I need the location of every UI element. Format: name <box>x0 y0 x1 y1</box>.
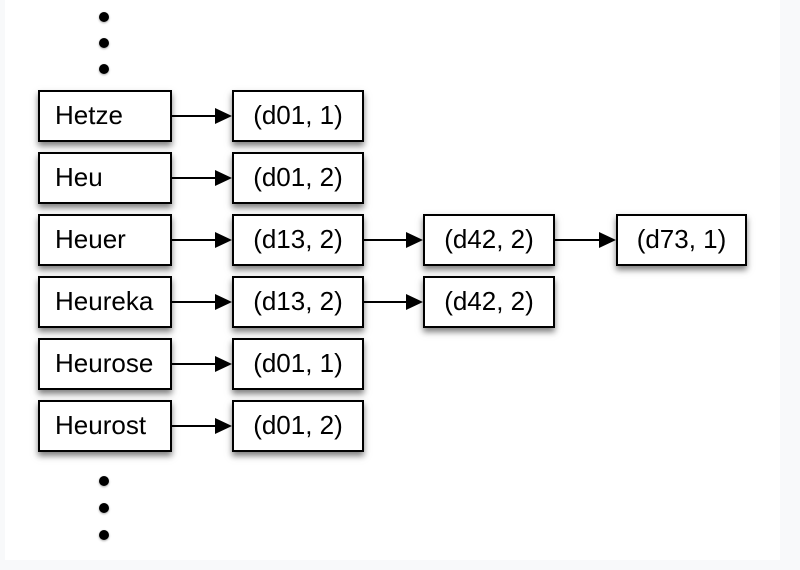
term-label: Hetze <box>55 100 123 130</box>
arrow-head-icon <box>215 418 232 434</box>
posting-box: (d01, 2) <box>232 152 364 204</box>
arrow-shaft <box>172 301 219 303</box>
term-label: Heurose <box>55 348 154 378</box>
posting-label: (d01, 2) <box>253 410 343 440</box>
term-box: Heu <box>38 152 172 204</box>
ellipsis-dot <box>99 503 109 513</box>
arrow-head-icon <box>215 232 232 248</box>
arrow <box>172 294 232 310</box>
arrow-shaft <box>172 115 219 117</box>
term-box: Heurost <box>38 400 172 452</box>
arrow <box>555 232 616 248</box>
posting-label: (d13, 2) <box>253 286 343 316</box>
arrow-shaft <box>364 301 410 303</box>
posting-box: (d73, 1) <box>616 214 747 266</box>
posting-box: (d01, 2) <box>232 400 364 452</box>
arrow-head-icon <box>406 294 423 310</box>
arrow <box>172 356 232 372</box>
ellipsis-dot <box>99 38 109 48</box>
arrow-shaft <box>555 239 603 241</box>
arrow-shaft <box>172 363 219 365</box>
term-box: Heuer <box>38 214 172 266</box>
term-box: Heureka <box>38 276 172 328</box>
arrow-head-icon <box>215 170 232 186</box>
posting-label: (d01, 1) <box>253 348 343 378</box>
posting-label: (d73, 1) <box>636 224 727 254</box>
arrow <box>364 294 423 310</box>
arrow-head-icon <box>406 232 423 248</box>
arrow-head-icon <box>215 108 232 124</box>
slide-canvas: Hetze (d01, 1) Heu (d01, 2) Heuer (d13, 2) (d4… <box>5 0 780 560</box>
term-label: Heu <box>55 162 103 192</box>
arrow-head-icon <box>215 356 232 372</box>
posting-box: (d42, 2) <box>423 214 555 266</box>
inverted-index-diagram: Hetze (d01, 1) Heu (d01, 2) Heuer (d13, 2) (d4… <box>5 0 780 560</box>
term-label: Heurost <box>55 410 147 440</box>
arrow <box>172 232 232 248</box>
arrow-head-icon <box>599 232 616 248</box>
arrow <box>172 108 232 124</box>
term-box: Heurose <box>38 338 172 390</box>
posting-label: (d42, 2) <box>444 224 534 254</box>
arrow <box>172 418 232 434</box>
posting-label: (d13, 2) <box>253 224 343 254</box>
posting-box: (d13, 2) <box>232 214 364 266</box>
term-label: Heuer <box>55 224 126 254</box>
posting-box: (d13, 2) <box>232 276 364 328</box>
ellipsis-dot <box>99 64 109 74</box>
posting-box: (d01, 1) <box>232 90 364 142</box>
term-box: Hetze <box>38 90 172 142</box>
posting-label: (d42, 2) <box>444 286 534 316</box>
posting-label: (d01, 2) <box>253 162 343 192</box>
arrow-shaft <box>172 239 219 241</box>
term-label: Heureka <box>55 286 154 316</box>
ellipsis-dot <box>99 12 109 22</box>
arrow-head-icon <box>215 294 232 310</box>
ellipsis-dot <box>99 530 109 540</box>
arrow-shaft <box>172 425 219 427</box>
posting-box: (d01, 1) <box>232 338 364 390</box>
posting-box: (d42, 2) <box>423 276 555 328</box>
posting-label: (d01, 1) <box>253 100 343 130</box>
ellipsis-dot <box>99 476 109 486</box>
arrow <box>364 232 423 248</box>
arrow-shaft <box>172 177 219 179</box>
arrow-shaft <box>364 239 410 241</box>
arrow <box>172 170 232 186</box>
